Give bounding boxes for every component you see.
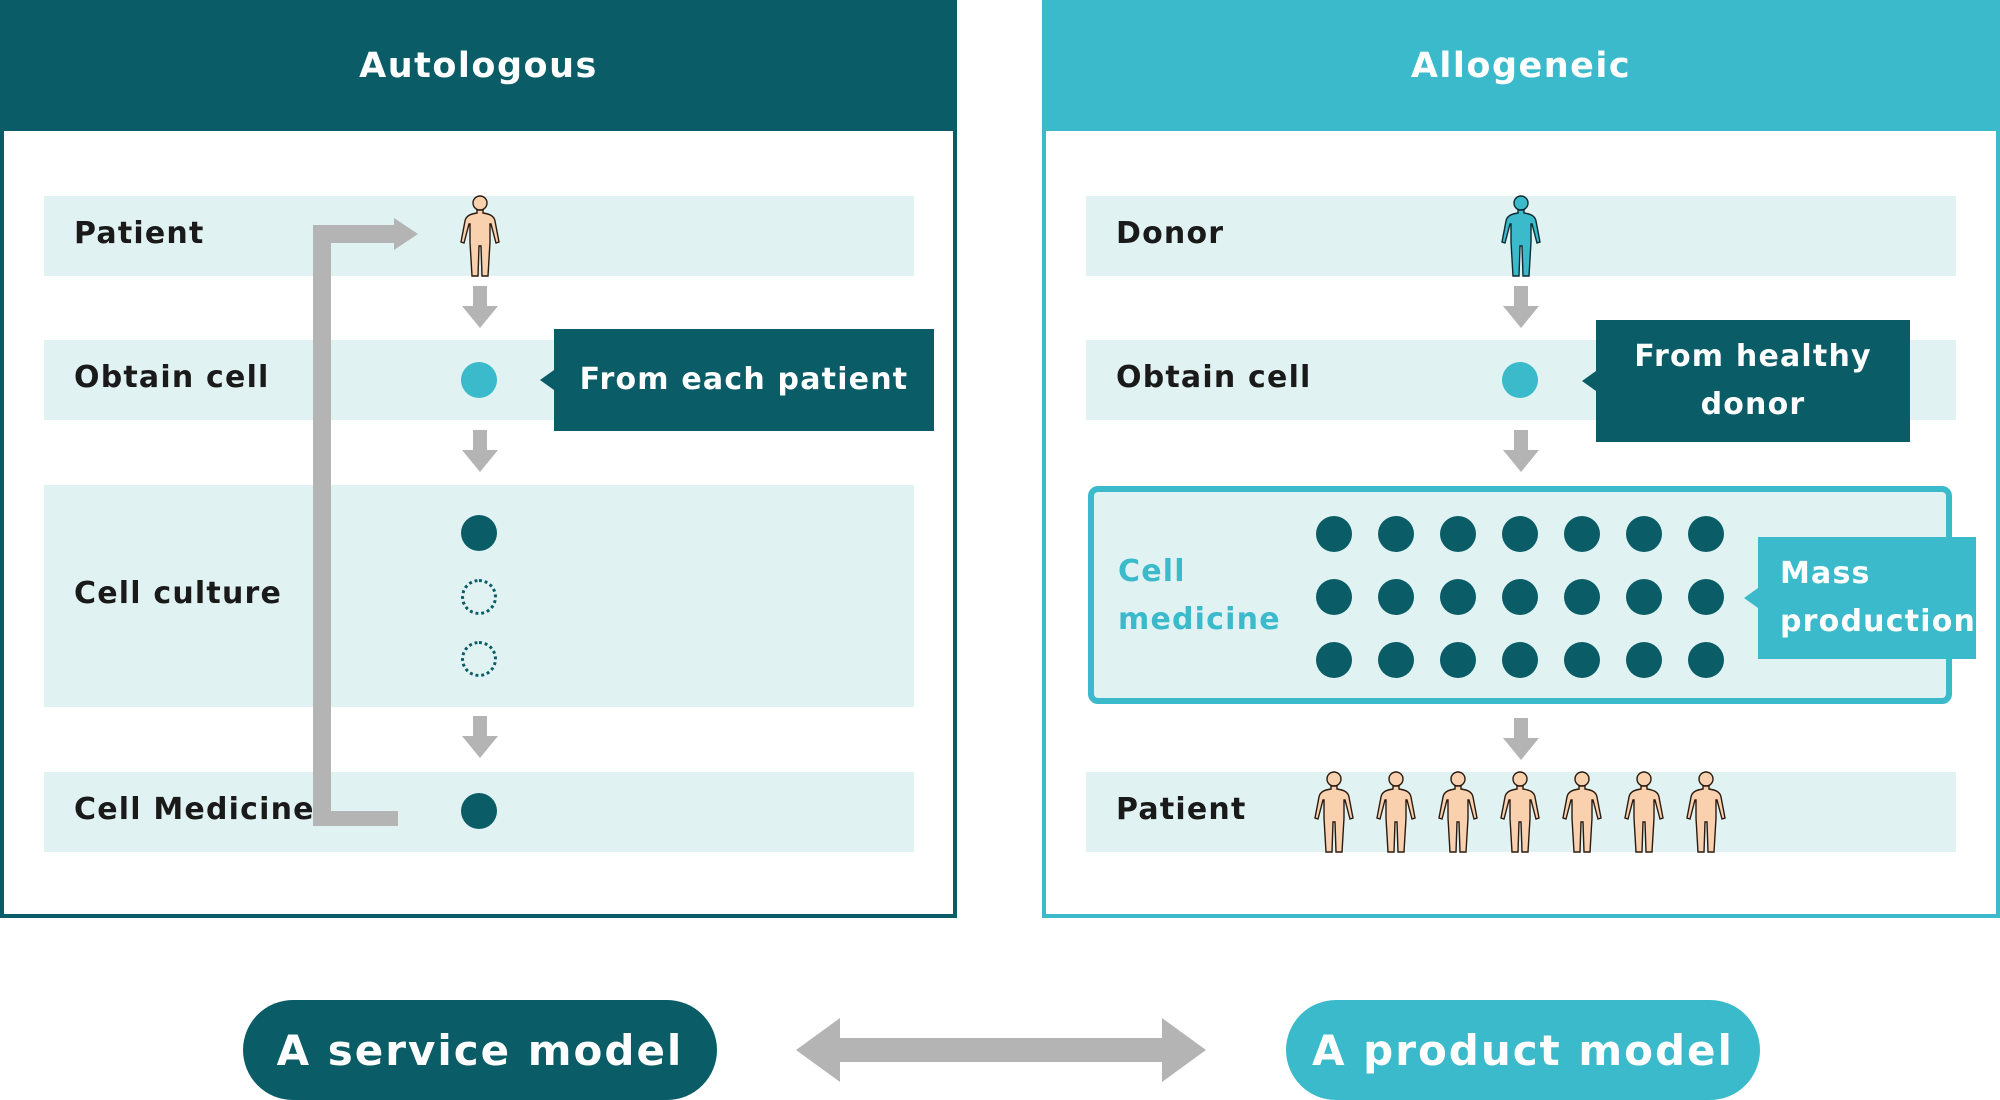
patient-person-icon	[1374, 770, 1418, 854]
down-arrow-icon	[460, 430, 500, 472]
down-arrow-icon	[1501, 286, 1541, 328]
produced-cell-dot	[1502, 642, 1538, 678]
produced-cell-dot	[1688, 642, 1724, 678]
down-arrow-icon	[1501, 430, 1541, 472]
allogeneic-title: Allogeneic	[1042, 0, 2000, 131]
row-label-cell-culture: Cell culture	[74, 576, 283, 611]
down-arrow-icon	[1501, 718, 1541, 760]
produced-cell-dot	[1502, 516, 1538, 552]
produced-cell-dot	[1626, 579, 1662, 615]
potential-cell-dot	[461, 579, 497, 615]
row-label-patient: Patient	[1116, 792, 1247, 827]
patient-person-icon	[1436, 770, 1480, 854]
service-model-pill: A service model	[243, 1000, 717, 1100]
row-label-cell-medicine: Cell Medicine	[74, 792, 315, 827]
produced-cell-dot	[1440, 516, 1476, 552]
callout-pointer	[1582, 371, 1596, 391]
callout-text: Mass production	[1780, 556, 1977, 639]
produced-cell-dot	[1316, 579, 1352, 615]
produced-cell-dot	[1316, 642, 1352, 678]
mass-production-callout: Mass production	[1744, 537, 1977, 659]
from-healthy-donor-callout: From healthy donor	[1582, 320, 1910, 442]
callout-pointer	[540, 370, 554, 390]
produced-cell-dot	[1688, 516, 1724, 552]
product-model-pill: A product model	[1286, 1000, 1760, 1100]
produced-cell-dot	[1440, 579, 1476, 615]
return-loop-arrow	[313, 218, 418, 826]
autologous-title: Autologous	[0, 0, 957, 131]
row-label-donor: Donor	[1116, 216, 1225, 251]
cell-medicine-dot	[461, 793, 497, 829]
row-label-patient: Patient	[74, 216, 205, 251]
produced-cell-dot	[1316, 516, 1352, 552]
cultured-cell-dot	[461, 515, 497, 551]
down-arrow-icon	[460, 716, 500, 758]
cell-medicine-label: Cell medicine	[1118, 554, 1281, 637]
potential-cell-dot	[461, 641, 497, 677]
patient-person-icon	[1622, 770, 1666, 854]
obtained-cell-dot	[1502, 362, 1538, 398]
down-arrow-icon	[460, 286, 500, 328]
produced-cell-dot	[1626, 642, 1662, 678]
produced-cell-dot	[1378, 642, 1414, 678]
produced-cell-dot	[1688, 579, 1724, 615]
autologous-panel: Autologous	[0, 0, 957, 918]
produced-cell-dot	[1502, 579, 1538, 615]
produced-cell-dot	[1564, 516, 1600, 552]
donor-person-icon	[1499, 194, 1543, 278]
produced-cell-dot	[1564, 579, 1600, 615]
from-each-patient-callout: From each patient	[540, 329, 934, 431]
obtained-cell-dot	[461, 362, 497, 398]
callout-text: From each patient	[579, 362, 909, 397]
patient-person-icon	[1312, 770, 1356, 854]
row-label-obtain-cell: Obtain cell	[74, 360, 270, 395]
patient-person-icon	[1498, 770, 1542, 854]
produced-cell-dot	[1378, 516, 1414, 552]
patient-person-icon	[1684, 770, 1728, 854]
patient-person-icon	[1560, 770, 1604, 854]
produced-cell-dot	[1626, 516, 1662, 552]
callout-text: From healthy donor	[1634, 339, 1872, 422]
callout-pointer	[1744, 588, 1758, 608]
double-arrow-icon	[796, 1018, 1206, 1082]
produced-cell-dot	[1378, 579, 1414, 615]
row-label-obtain-cell: Obtain cell	[1116, 360, 1312, 395]
produced-cell-dot	[1564, 642, 1600, 678]
patient-person-icon	[458, 194, 502, 278]
produced-cell-dot	[1440, 642, 1476, 678]
